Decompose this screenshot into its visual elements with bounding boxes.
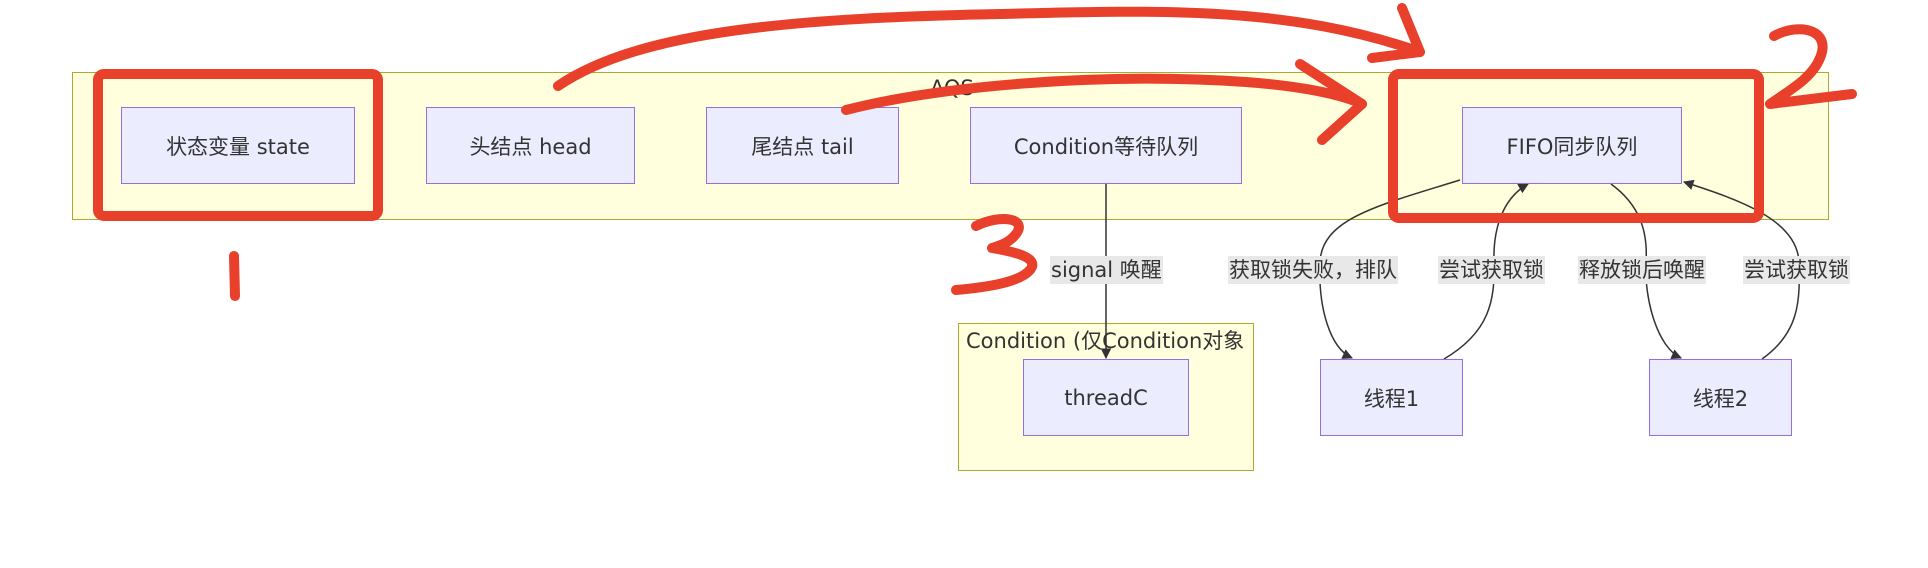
node-thread2: 线程2 (1649, 359, 1792, 436)
node-threadC: threadC (1023, 359, 1189, 436)
node-tail: 尾结点 tail (706, 107, 899, 184)
edge-label-release-wake: 释放锁后唤醒 (1578, 256, 1706, 284)
edge-label-try-lock-2: 尝试获取锁 (1743, 256, 1850, 284)
node-state: 状态变量 state (121, 107, 355, 184)
node-thread1: 线程1 (1320, 359, 1463, 436)
edge-label-try-lock-1: 尝试获取锁 (1438, 256, 1545, 284)
edge-label-fail-queue: 获取锁失败，排队 (1228, 256, 1398, 284)
node-condition-queue: Condition等待队列 (970, 107, 1242, 184)
edge-label-signal: signal 唤醒 (1050, 256, 1163, 284)
node-fifo-queue: FIFO同步队列 (1462, 107, 1682, 184)
node-head: 头结点 head (426, 107, 635, 184)
